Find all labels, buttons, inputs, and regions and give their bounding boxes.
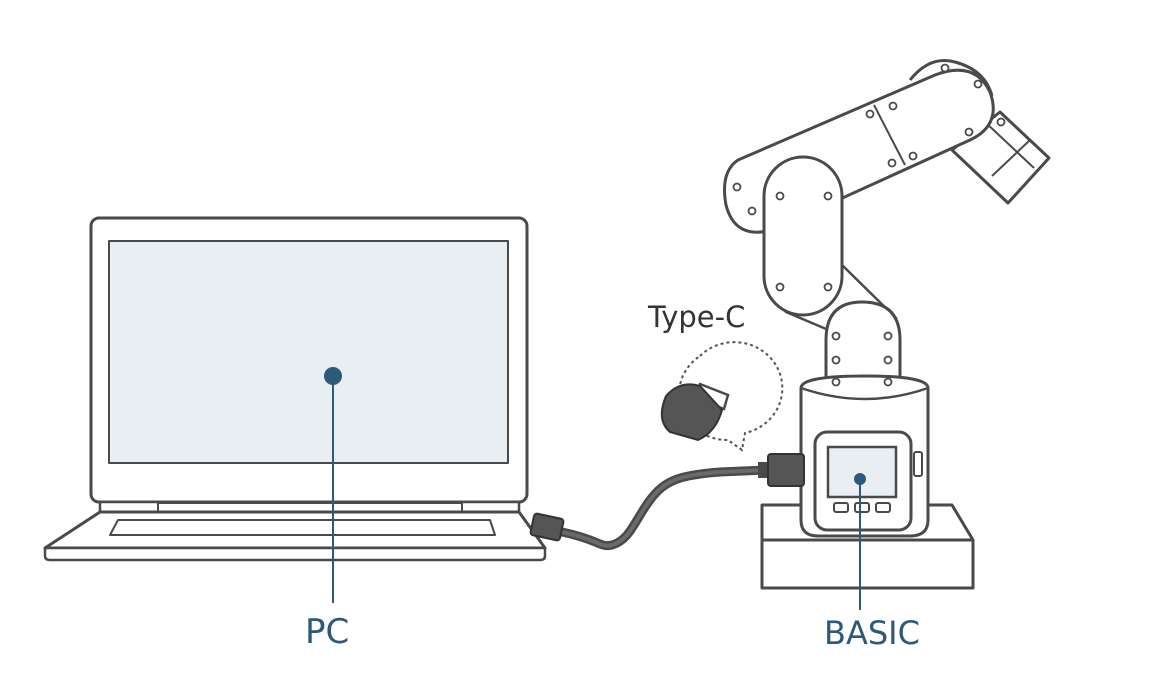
pc-pointer-dot (324, 367, 342, 385)
usb-cable (529, 465, 770, 551)
usb-c-plug-icon (660, 382, 730, 442)
laptop-plug (529, 512, 565, 542)
robot-arm-icon (723, 59, 1051, 590)
basic-button-a (833, 502, 849, 513)
basic-plug (758, 453, 805, 487)
basic-screen (826, 445, 898, 499)
basic-button-b (854, 502, 870, 513)
basic-button-c (875, 502, 891, 513)
pc-pointer (324, 367, 342, 603)
type-c-label: Type-C (648, 300, 746, 334)
screw-holes (732, 63, 1006, 387)
basic-label: BASIC (824, 614, 920, 652)
laptop-screen (108, 240, 509, 464)
type-c-callout (660, 341, 784, 452)
basic-pointer-dot (854, 473, 866, 485)
basic-pointer (854, 473, 866, 610)
laptop-icon (43, 216, 547, 562)
pc-label: PC (305, 612, 350, 652)
